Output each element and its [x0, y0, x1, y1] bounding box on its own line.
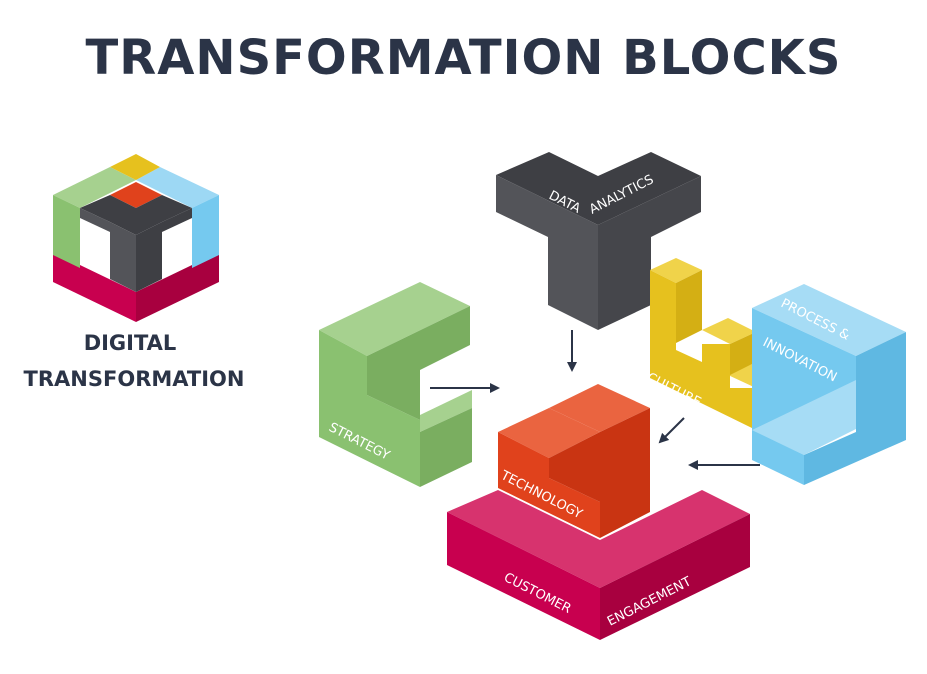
legend-line-2: TRANSFORMATION — [24, 367, 245, 391]
block-strategy: STRATEGY — [319, 282, 472, 487]
block-process-innovation: PROCESS & INNOVATION — [752, 284, 906, 485]
digital-transformation-cube-icon — [53, 154, 219, 322]
arrow-culture — [658, 417, 685, 444]
legend-line-1: DIGITAL — [84, 331, 177, 355]
page-title: TRANSFORMATION BLOCKS — [85, 30, 842, 86]
block-technology: TECHNOLOGY — [497, 384, 650, 538]
block-data-analytics: DATA ANALYTICS — [496, 152, 701, 330]
arrows — [430, 330, 760, 470]
